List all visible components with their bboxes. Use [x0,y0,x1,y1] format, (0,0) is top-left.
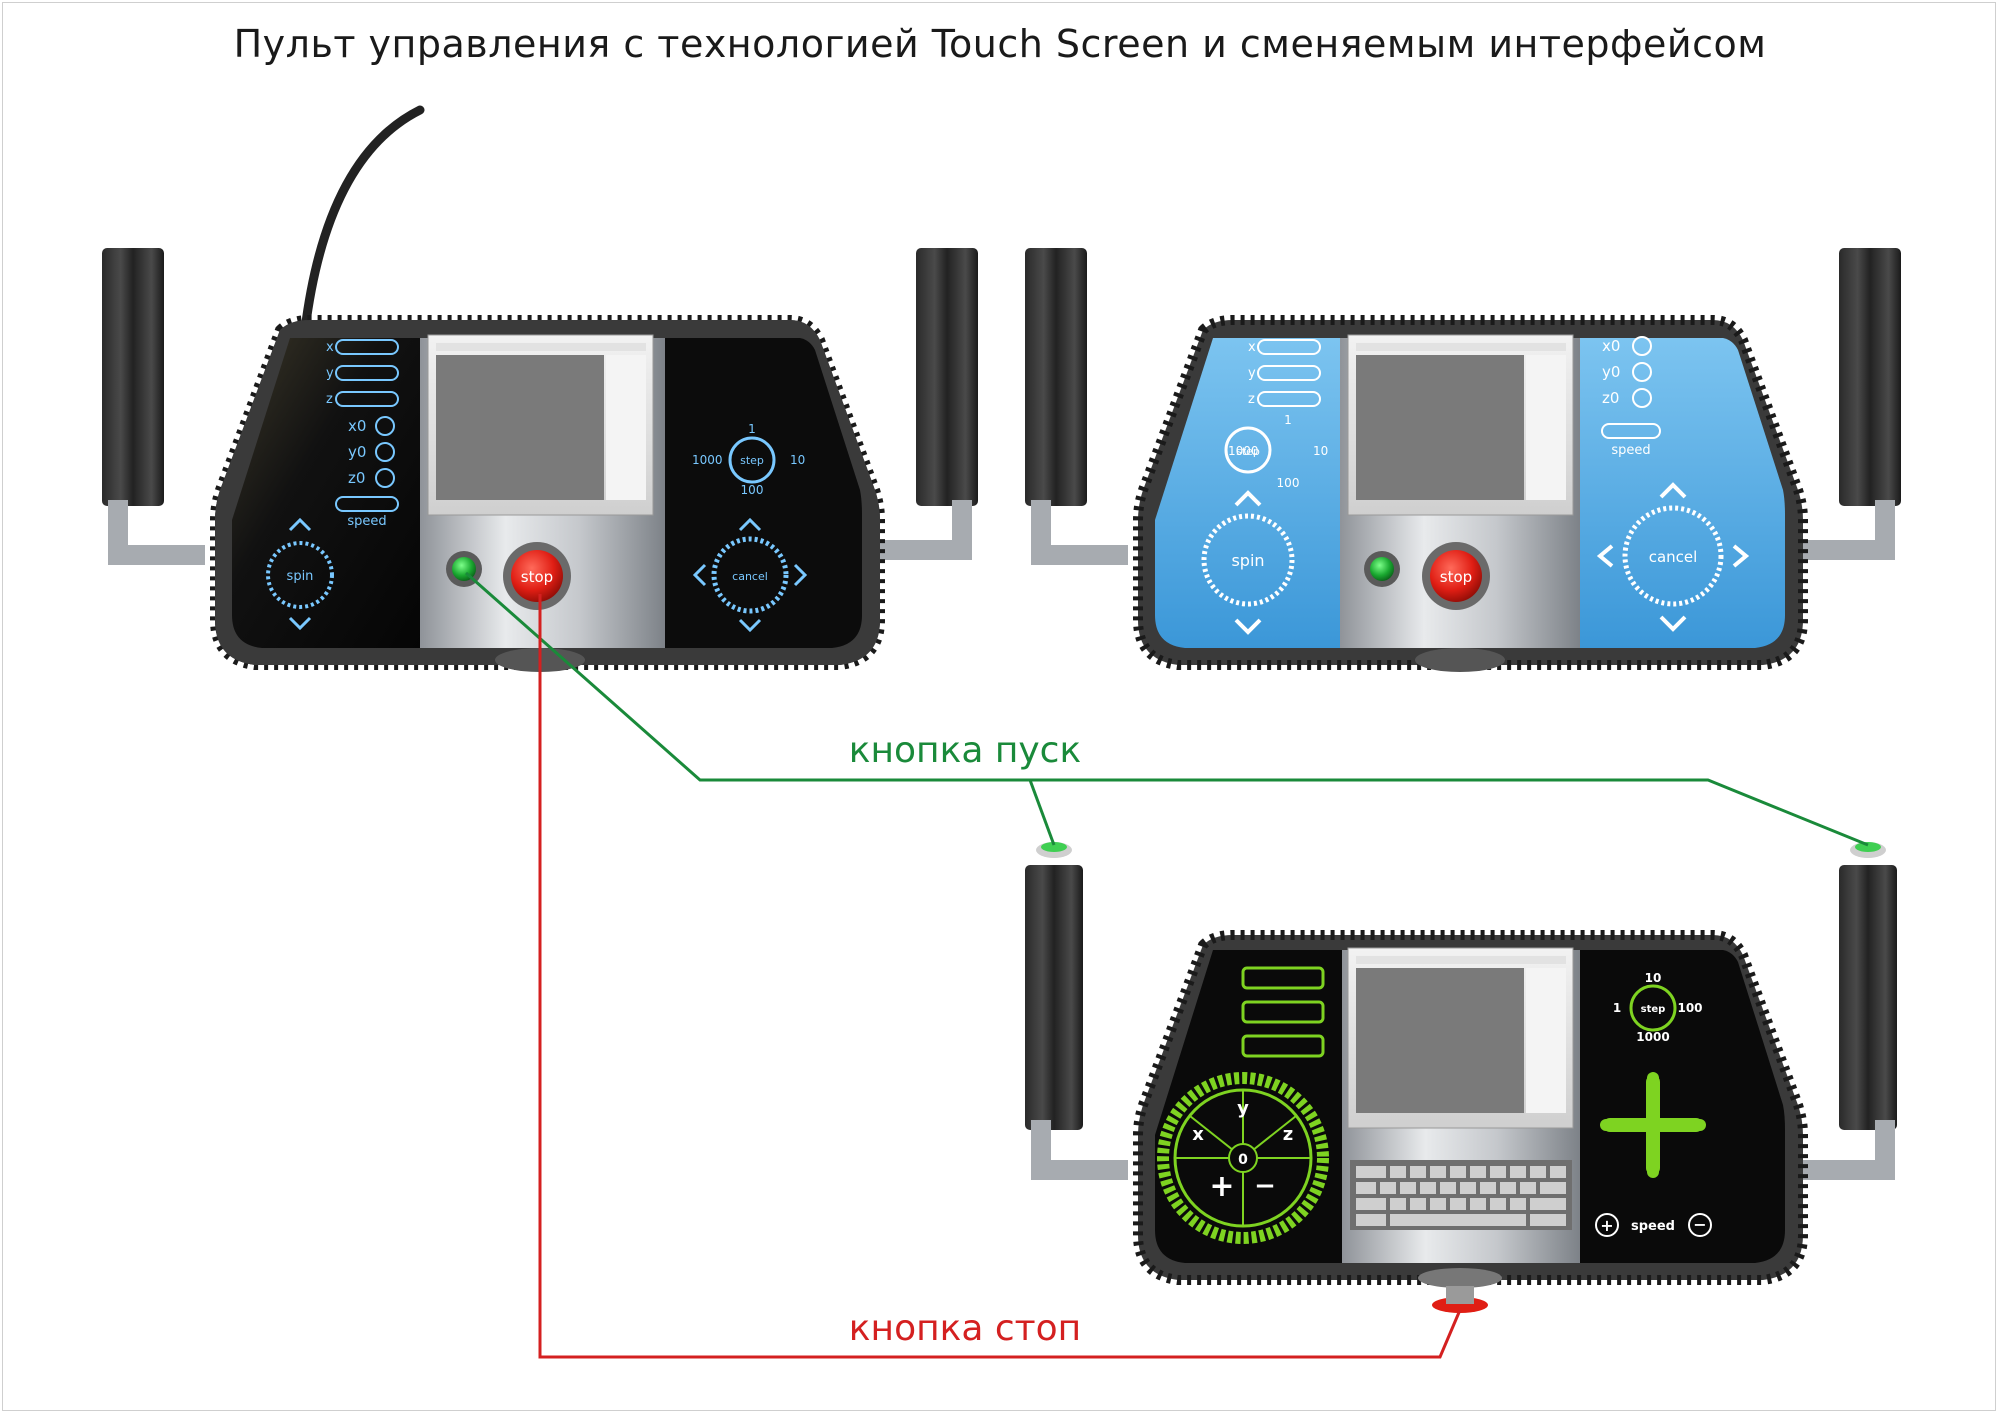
step-value-10: 10 [1313,444,1328,458]
left-face [232,338,420,648]
panel-3: y x z 0 + − 10 1 100 1000 step + − speed [1025,842,1897,1313]
zero-x-label: x0 [1602,337,1620,355]
speed-plus-button[interactable] [1595,1213,1619,1237]
stop-callout-label: кнопка стоп [849,1308,1081,1349]
step-label: step [740,454,764,467]
stop-button-base [1418,1268,1502,1288]
axis-label-z: z [326,392,333,407]
axis-sliders[interactable] [1241,966,1325,1058]
step-label: step [1641,1004,1666,1015]
axis-controls [266,339,399,631]
step-value-10: 10 [1645,971,1662,985]
speed-label: speed [1611,443,1650,458]
jog-cross[interactable] [1600,1072,1706,1178]
zero-y-label: y0 [348,443,366,461]
step-value-100: 100 [1677,1001,1702,1015]
axis-label-x: x [1248,340,1256,355]
step-value-1000: 1000 [1228,444,1259,458]
axis-label-y: y [326,366,334,381]
zero-y-label: y0 [1602,363,1620,381]
speed-minus-button[interactable] [1688,1213,1712,1237]
handle-left [102,248,164,506]
jog-pad[interactable] [692,517,808,633]
step-value-1: 1 [1613,1001,1621,1015]
axis-controls [1201,339,1321,635]
handle-right [1839,248,1901,506]
step-value-100: 100 [1277,476,1300,490]
stop-callout-line [538,594,1462,1359]
step-dial[interactable] [1629,984,1677,1032]
zero-z-label: z0 [348,469,365,487]
step-value-1000: 1000 [692,453,723,467]
handle-right [916,248,978,506]
cancel-label: cancel [732,570,768,583]
step-value-1: 1 [748,422,756,436]
panel-1: stop x y z x0 y0 z0 speed s [102,105,978,672]
step-dial[interactable] [728,436,776,484]
step-value-10: 10 [790,453,805,467]
keyboard-keys [1356,1166,1566,1226]
right-face [665,338,862,648]
spin-label: spin [1231,551,1264,570]
start-button[interactable] [1370,557,1394,581]
step-value-100: 100 [741,483,764,497]
dial-label-minus: − [1254,1171,1276,1201]
start-callout-branch [1028,779,1056,846]
bracket-right [875,500,972,560]
zero-x-label: x0 [348,417,366,435]
speed-label: speed [1631,1219,1675,1234]
handle-left [1025,248,1087,506]
dial-label-zero: 0 [1238,1152,1248,1168]
screen-viewport [436,355,604,500]
handle-left [1025,865,1083,1130]
bracket-left [108,500,205,565]
cancel-label: cancel [1649,548,1698,566]
start-callout-label: кнопка пуск [849,730,1081,771]
axis-label-z: z [1248,392,1255,407]
dial-label-z: z [1283,1124,1293,1145]
plus-icon: + [1600,1216,1613,1235]
step-value-1: 1 [1284,413,1292,427]
axis-label-y: y [1248,366,1256,381]
stop-button[interactable] [1430,550,1482,602]
cable [300,105,425,335]
stop-button-label: stop [1440,568,1472,586]
step-label: step [1236,445,1260,458]
stop-button[interactable] [511,550,563,602]
handle-right [1839,865,1897,1130]
zero-z-label: z0 [1602,389,1619,407]
screen-sidebar [606,355,646,500]
dial-label-x: x [1192,1124,1204,1145]
dial-label-plus: + [1209,1169,1234,1204]
speed-label: speed [347,514,386,529]
step-value-1000: 1000 [1636,1030,1669,1044]
dial-label-y: y [1237,1098,1249,1119]
axis-dial[interactable] [1157,1072,1329,1244]
axis-label-x: x [326,340,334,355]
start-callout-line [465,571,1869,847]
right-face [1580,950,1785,1263]
stop-button-label: stop [521,568,553,586]
page-title: Пульт управления с технологией Touch Scr… [233,22,1767,66]
zero-controls [1596,336,1750,632]
spin-label: spin [287,569,314,584]
minus-icon: − [1693,1215,1706,1234]
panel-2: stop x y z 1 10 100 1000 step spin [1025,248,1901,672]
